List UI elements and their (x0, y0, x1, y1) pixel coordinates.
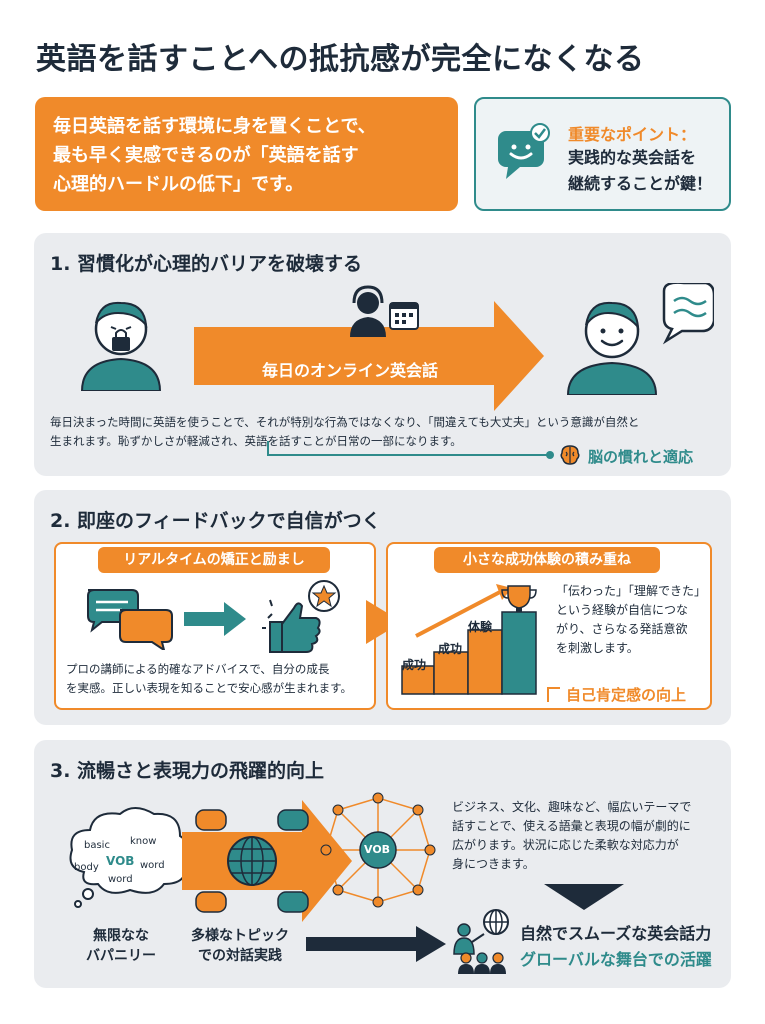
box-tag: 小さな成功体験の積み重ね (434, 547, 660, 573)
caption: 無限なな バパニリー (74, 926, 168, 966)
vocabulary-network-icon (320, 792, 436, 908)
cloud-word: know (130, 836, 157, 847)
result-label: 自己肯定感の向上 (566, 686, 687, 704)
worried-person-icon (80, 301, 162, 391)
cloud-word: basic (84, 840, 110, 851)
step-label: 体験 (468, 620, 493, 634)
network-label: VOB (364, 843, 391, 856)
section-habit: 1. 習慣化が心理的バリアを破壊する 毎日のオンライン英会話 毎日決まった時間に… (34, 233, 731, 476)
description-line: 「伝わった」「理解できた」 (556, 584, 707, 598)
chevron-right-icon (366, 600, 402, 644)
thumbs-up-star-icon (262, 580, 340, 653)
chat-smile-icon (498, 123, 550, 179)
page-title: 英語を話すことへの抵抗感が完全になくなる (36, 42, 645, 77)
section-fluency: 3. 流暢さと表現力の飛躍的向上 basic know VOB word bod… (34, 740, 731, 988)
description-line: 話すことで、使える語彙と表現の幅が劇的に (452, 819, 691, 833)
cloud-word: word (108, 874, 133, 885)
intro-line: 最も早く実感できるのが「英語を話す (53, 145, 359, 166)
description-line: プロの講師による的確なアドバイスで、自分の成長 (66, 662, 330, 676)
key-point-line: 継続することが鍵！ (568, 174, 713, 193)
caption-line: バパニリー (86, 948, 156, 964)
section-description: 毎日決まった時間に英語を使うことで、それが特別な行為ではなくなり、「間違えても大… (50, 413, 720, 451)
description-line: 毎日決まった時間に英語を使うことで、それが特別な行為ではなくなり、「間違えても大… (50, 415, 640, 429)
arrow-label: 毎日のオンライン英会話 (262, 361, 439, 380)
global-team-icon (453, 909, 509, 974)
connector-line (547, 687, 560, 702)
caption-line: 多様なトピック (191, 928, 289, 944)
caption: 多様なトピック での対話実践 (178, 926, 302, 966)
key-point-label: 重要なポイント： (568, 125, 697, 144)
result-label: 脳の慣れと適応 (588, 448, 694, 466)
section-description: ビジネス、文化、趣味など、幅広いテーマで 話すことで、使える語彙と表現の幅が劇的… (452, 798, 722, 874)
result-arrow (306, 926, 446, 962)
description-line: 広がります。状況に応じた柔軟な対応力が (452, 838, 679, 852)
description-line: を実感。正しい表現を知ることで安心感が生まれます。 (66, 681, 353, 695)
step-label: 成功 (402, 658, 427, 672)
section-heading: 1. 習慣化が心理的バリアを破壊する (50, 253, 363, 275)
intro-box: 毎日英語を話す環境に身を置くことで、 最も早く実感できるのが「英語を話す 心理的… (35, 97, 458, 211)
right-arrow-icon (184, 602, 246, 636)
intro-line: 毎日英語を話す環境に身を置くことで、 (53, 116, 376, 137)
description-line: という経験が自信につな (556, 603, 689, 617)
brain-icon (560, 445, 580, 465)
vocabulary-cloud (69, 807, 191, 908)
result-subtitle: グローバルな舞台での活躍 (520, 950, 712, 969)
description-line: がり、さらなる発話意欲 (556, 622, 688, 636)
key-point-line: 実践的な英会話を (568, 148, 697, 167)
box-description: 「伝わった」「理解できた」 という経験が自信につな がり、さらなる発話意欲 を刺… (556, 582, 706, 658)
description-line: 身につきます。 (452, 857, 535, 871)
caption-line: での対話実践 (198, 948, 282, 964)
chat-bubbles-icon (87, 589, 173, 650)
section-heading: 3. 流暢さと表現力の飛躍的向上 (50, 760, 325, 782)
happy-person-icon (566, 283, 714, 395)
key-point-text: 実践的な英会話を 継続することが鍵！ (568, 145, 712, 197)
online-lesson-icon (350, 285, 419, 337)
description-line: を刺激します。 (556, 641, 639, 655)
section-heading: 2. 即座のフィードバックで自信がつく (50, 510, 381, 532)
box-tag: リアルタイムの矯正と励まし (98, 547, 330, 573)
cloud-word: VOB (106, 854, 135, 868)
box-description: プロの講師による的確なアドバイスで、自分の成長 を実感。正しい表現を知ることで安… (66, 660, 371, 698)
step-label: 成功 (438, 642, 463, 656)
description-line: ビジネス、文化、趣味など、幅広いテーマで (452, 800, 692, 814)
cloud-word: body (74, 862, 99, 873)
topics-arrow (182, 800, 352, 922)
cloud-word: word (140, 860, 165, 871)
key-point-box: 重要なポイント： 実践的な英会話を 継続することが鍵！ (474, 97, 731, 211)
result-title: 自然でスムーズな英会話力 (520, 924, 712, 943)
down-chevron-icon (544, 884, 624, 910)
intro-line: 心理的ハードルの低下」です。 (53, 174, 304, 195)
section-feedback: 2. 即座のフィードバックで自信がつく リアルタイムの矯正と励まし プロの講師に… (34, 490, 731, 725)
progress-arrow (194, 301, 544, 411)
caption-line: 無限なな (93, 928, 149, 944)
description-line: 生まれます。恥ずかしさが軽減され、英語を話すことが日常の一部になります。 (50, 434, 462, 448)
success-stairs-chart (401, 584, 537, 695)
connector-line (267, 441, 554, 459)
